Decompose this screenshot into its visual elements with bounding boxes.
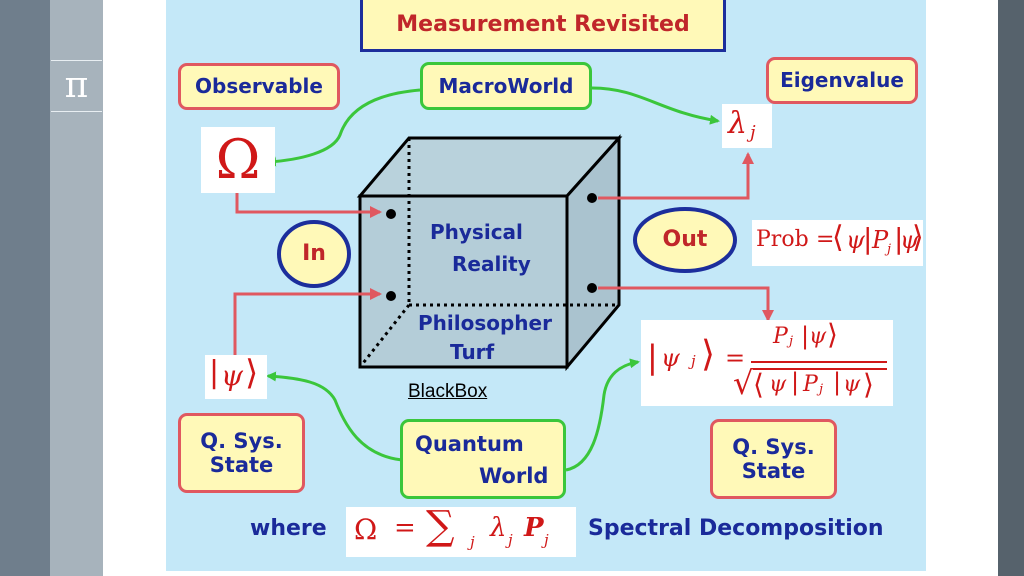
lambda-symbol: λ bbox=[728, 106, 748, 141]
arrow-macroworld-to-omega bbox=[266, 88, 421, 167]
quantum-line1: Quantum bbox=[415, 432, 524, 456]
spectral-label: Spectral Decomposition bbox=[588, 516, 884, 541]
prob-psi-2: ψ bbox=[900, 226, 919, 254]
arrow-quantum-to-psi bbox=[266, 371, 403, 462]
where-label: where bbox=[250, 516, 327, 541]
lhs-bar: | bbox=[647, 338, 658, 376]
sum-equals: = bbox=[394, 513, 416, 543]
physical-label: Physical bbox=[430, 220, 523, 244]
prob-P-sub: j bbox=[887, 242, 892, 257]
qsys-state-left: Q. Sys. State bbox=[178, 413, 305, 493]
num-P: P bbox=[773, 324, 788, 349]
sqrt-bar bbox=[753, 368, 887, 370]
qsys-state-right: Q. Sys. State bbox=[710, 419, 837, 499]
ket-bar: | bbox=[209, 355, 220, 390]
num-psi: ψ bbox=[809, 324, 827, 349]
lambda-subscript: j bbox=[750, 122, 756, 143]
prob-P: P bbox=[872, 226, 889, 254]
eigenvalue-label: Eigenvalue bbox=[766, 57, 918, 104]
left-bracket: ⟨ bbox=[832, 220, 844, 255]
qsys-left-line1: Q. Sys. bbox=[200, 428, 283, 453]
lhs-psi: ψ bbox=[661, 344, 680, 372]
lhs-sub: j bbox=[691, 352, 696, 370]
qsys-right-line1: Q. Sys. bbox=[732, 434, 815, 459]
qsys-right-line2: State bbox=[741, 459, 806, 483]
blackbox-cube bbox=[356, 134, 623, 372]
den-psi-1: ψ bbox=[769, 372, 787, 397]
den-P: P bbox=[803, 372, 818, 397]
projected-state-formula: | ψ j ⟩ = P j | ψ ⟩ √ ⟨ ψ | P j | ψ ⟩ bbox=[641, 318, 893, 406]
lhs-angle: ⟩ bbox=[701, 334, 716, 375]
lambda-j-box: λ j bbox=[722, 104, 772, 148]
right-bracket: ⟩ bbox=[912, 220, 924, 255]
arrow-quantum-to-eigenstate bbox=[565, 358, 640, 472]
den-P-sub: j bbox=[819, 382, 824, 397]
den-left-angle: ⟨ bbox=[753, 368, 764, 401]
sum-omega: Ω bbox=[354, 513, 378, 546]
den-right-angle: ⟩ bbox=[863, 368, 874, 401]
out-label: Out bbox=[662, 227, 708, 253]
prob-psi-1: ψ bbox=[846, 226, 865, 254]
prob-text: Prob bbox=[756, 227, 809, 252]
arrow-box-to-eigenstate bbox=[598, 286, 774, 322]
bar-2: | bbox=[894, 222, 904, 255]
num-P-sub: j bbox=[789, 334, 794, 349]
probability-formula: Prob = ⟨ ψ | P j | ψ ⟩ bbox=[752, 220, 924, 266]
qsys-left-line2: State bbox=[209, 453, 274, 477]
omega-symbol: Ω bbox=[215, 128, 261, 191]
sum-P-sub: j bbox=[544, 531, 549, 549]
bar-1: | bbox=[863, 222, 873, 255]
psi-ket-box: | ψ ⟩ bbox=[205, 353, 267, 399]
in-oval bbox=[277, 220, 351, 288]
num-bar: | bbox=[801, 322, 810, 350]
sum-index: j bbox=[470, 533, 475, 551]
sum-sign: ∑ bbox=[426, 503, 455, 549]
arrow-macroworld-to-lambda bbox=[591, 86, 720, 125]
prob-equals: = bbox=[816, 227, 835, 252]
num-angle: ⟩ bbox=[827, 318, 838, 351]
arrow-omega-into-box bbox=[235, 192, 382, 218]
den-bar-1: | bbox=[791, 368, 800, 396]
macroworld-label: MacroWorld bbox=[420, 62, 592, 110]
left-sidebar-light bbox=[50, 0, 103, 576]
omega-symbol-box: Ω bbox=[201, 127, 275, 193]
sum-lambda: λ bbox=[490, 513, 507, 543]
left-sidebar-dark bbox=[0, 0, 50, 576]
out-oval bbox=[633, 207, 737, 273]
pi-icon: π bbox=[51, 60, 102, 112]
fraction-line bbox=[751, 361, 887, 363]
den-bar-2: | bbox=[833, 368, 842, 396]
spectral-formula: Ω = ∑ j λ j P j bbox=[346, 503, 576, 557]
philosopher-label: Philosopher bbox=[418, 311, 552, 335]
arrow-box-to-lambda bbox=[598, 152, 754, 200]
sum-lambda-sub: j bbox=[508, 531, 513, 549]
state-equals: = bbox=[725, 344, 746, 372]
right-sidebar bbox=[998, 0, 1024, 576]
sqrt-sign: √ bbox=[733, 364, 754, 402]
slide-title: Measurement Revisited bbox=[360, 0, 726, 52]
psi-ket-symbol: ψ bbox=[221, 359, 243, 392]
arrow-psi-into-box bbox=[233, 288, 382, 356]
reality-label: Reality bbox=[452, 252, 531, 276]
sum-P: P bbox=[524, 513, 544, 543]
quantum-line2: World bbox=[479, 464, 549, 488]
den-psi-2: ψ bbox=[843, 372, 861, 397]
ket-angle: ⟩ bbox=[245, 353, 259, 393]
blackbox-label: BlackBox bbox=[408, 381, 488, 402]
observable-label: Observable bbox=[178, 63, 340, 110]
quantum-world-box: Quantum World bbox=[400, 419, 566, 499]
turf-label: Turf bbox=[450, 340, 495, 364]
in-label: In bbox=[302, 241, 326, 267]
